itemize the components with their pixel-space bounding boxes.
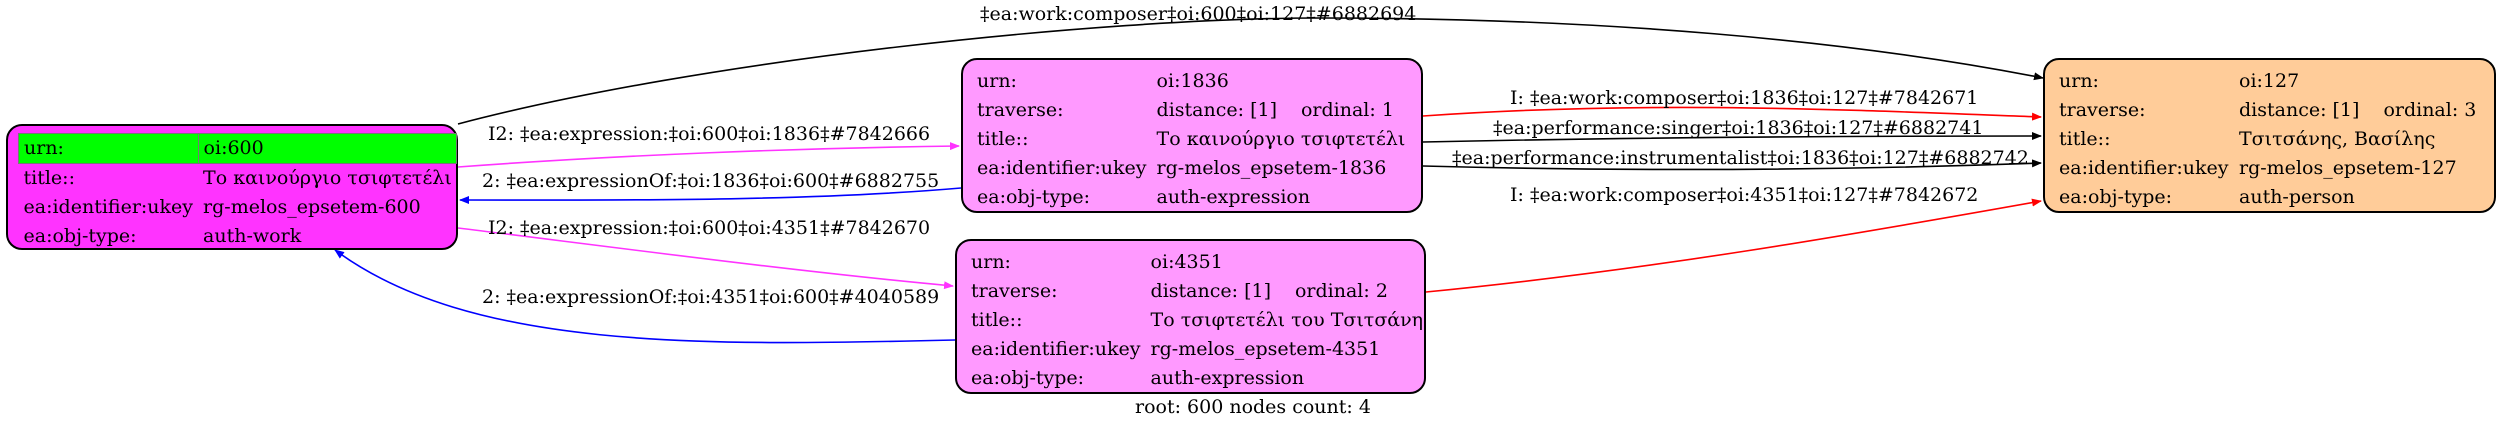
field-key: title:: (977, 128, 1029, 150)
edge-work-to-expr4351 (457, 227, 954, 290)
traverse-ordinal: ordinal: 1 (1300, 99, 1394, 121)
edge-label: ‡ea:work:composer‡oi:600‡oi:127‡#6882694 (980, 3, 1416, 25)
field-key: ea:obj-type: (23, 225, 137, 247)
field-key: ea:obj-type: (2059, 186, 2173, 208)
field-value: auth-work (203, 225, 302, 247)
edge-expr1836-to-person127 (1422, 106, 2042, 121)
node-person-127[interactable]: urn: oi:127 traverse: distance: [1] ordinal… (2043, 58, 2496, 213)
field-key: urn: (971, 251, 1011, 273)
field-key: ea:identifier:ukey (977, 157, 1147, 179)
field-key: ea:identifier:ukey (971, 338, 1141, 360)
field-key: ea:obj-type: (971, 367, 1085, 389)
edge-label: ‡ea:performance:instrumentalist‡oi:1836‡… (1452, 147, 2029, 169)
field-value: oi:600 (197, 133, 458, 164)
field-value: Το καινούργιο τσιφτετέλι (1156, 128, 1406, 150)
graph-footer: root: 600 nodes count: 4 (1135, 396, 1371, 418)
traverse-distance: distance: [1] (2239, 99, 2360, 121)
node-expression-4351[interactable]: urn: oi:4351 traverse: distance: [1] ordina… (955, 239, 1426, 394)
traverse-distance: distance: [1] (1156, 99, 1277, 121)
node-work-600[interactable]: urn:oi:600 title::Το καινούργιο τσιφτετέ… (6, 124, 458, 250)
field-key: ea:identifier:ukey (2059, 157, 2229, 179)
node-expression-1836[interactable]: urn: oi:1836 traverse: distance: [1] ordina… (961, 58, 1423, 213)
field-key: traverse: (977, 99, 1064, 121)
traverse-ordinal: ordinal: 2 (1294, 280, 1388, 302)
field-key: traverse: (971, 280, 1058, 302)
field-value: rg-melos_epsetem-600 (203, 196, 421, 218)
edge-work-to-person127 (457, 17, 2044, 125)
field-key: traverse: (2059, 99, 2146, 121)
field-key: urn: (18, 133, 199, 164)
field-key: ea:obj-type: (977, 186, 1091, 208)
field-value: auth-person (2239, 186, 2355, 208)
edge-expr1836-to-person127 (1422, 132, 2042, 143)
field-value: auth-expression (1156, 186, 1311, 208)
field-key: title:: (971, 309, 1023, 331)
edge-label: I2: ‡ea:expression:‡oi:600‡oi:4351‡#7842… (488, 217, 930, 239)
field-value: Το καινούργιο τσιφτετέλι (203, 167, 452, 189)
field-value: Τσιτσάνης, Βασίλης (2239, 128, 2436, 150)
edge-label: ‡ea:performance:singer‡oi:1836‡oi:127‡#6… (1493, 117, 1983, 139)
field-value: oi:1836 (1156, 70, 1229, 92)
traverse-ordinal: ordinal: 3 (2383, 99, 2477, 121)
edge-expr4351-to-person127 (1425, 198, 2042, 293)
field-key: title:: (2059, 128, 2111, 150)
traverse-distance: distance: [1] (1150, 280, 1271, 302)
edge-label: I: ‡ea:work:composer‡oi:1836‡oi:127‡#784… (1510, 87, 1978, 109)
field-key: title:: (23, 167, 75, 189)
edge-work-to-expr1836 (457, 142, 960, 168)
field-value: rg-melos_epsetem-127 (2239, 157, 2457, 179)
field-key: urn: (977, 70, 1017, 92)
field-value: auth-expression (1150, 367, 1305, 389)
edge-expr4351-to-work (334, 249, 956, 344)
edge-label: 2: ‡ea:expressionOf:‡oi:4351‡oi:600‡#404… (482, 286, 939, 308)
field-value: rg-melos_epsetem-4351 (1150, 338, 1381, 360)
field-value: Το τσιφτετέλι του Τσιτσάνη (1150, 309, 1424, 331)
edge-label: I2: ‡ea:expression:‡oi:600‡oi:1836‡#7842… (488, 123, 930, 145)
field-value: oi:127 (2239, 70, 2300, 92)
field-value: rg-melos_epsetem-1836 (1156, 157, 1387, 179)
edge-expr1836-to-person127 (1422, 159, 2042, 171)
edge-label: 2: ‡ea:expressionOf:‡oi:1836‡oi:600‡#688… (482, 170, 939, 192)
edge-label: I: ‡ea:work:composer‡oi:4351‡oi:127‡#784… (1510, 184, 1978, 206)
field-value: oi:4351 (1150, 251, 1223, 273)
field-key: urn: (2059, 70, 2099, 92)
edge-expr1836-to-work (459, 187, 962, 205)
field-key: ea:identifier:ukey (23, 196, 194, 218)
